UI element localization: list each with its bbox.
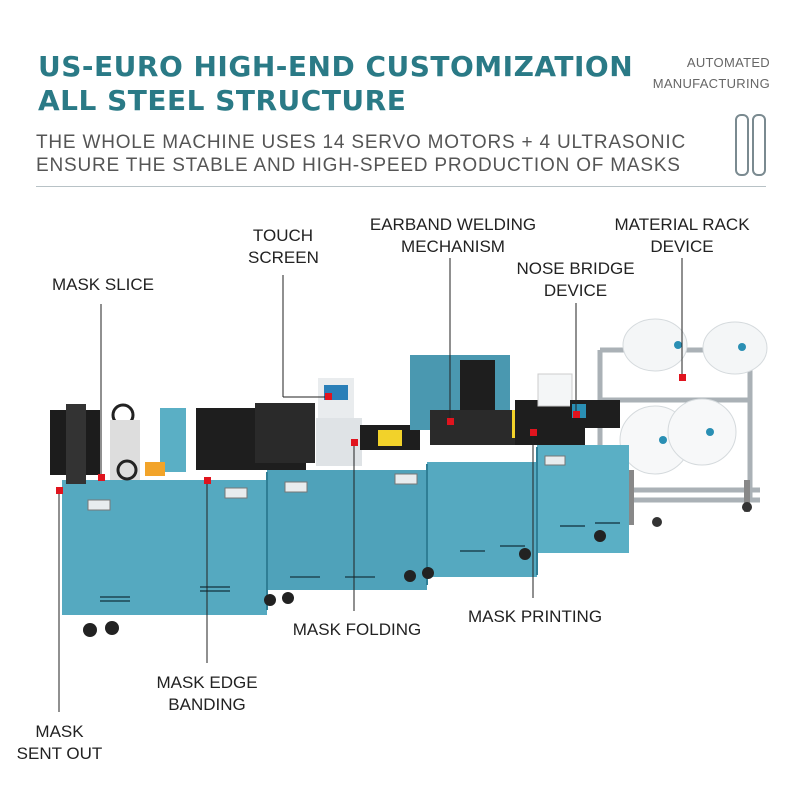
callout-markers — [56, 374, 686, 494]
top-right-line-1: AUTOMATED — [686, 55, 770, 70]
label-mask-edge-banding-line-2: BANDING — [168, 695, 246, 714]
pill-decoration-right — [752, 114, 766, 176]
label-earband-welding: EARBAND WELDING MECHANISM — [368, 214, 538, 258]
label-mask-slice: MASK SLICE — [48, 274, 158, 296]
label-nose-bridge: NOSE BRIDGE DEVICE — [513, 258, 638, 302]
marker-touch-screen — [325, 393, 332, 400]
top-right-tag: AUTOMATED MANUFACTURING — [653, 52, 770, 94]
label-touch-screen-line-2: SCREEN — [248, 248, 319, 267]
marker-mask-edge-banding — [204, 477, 211, 484]
title-line-1: US-EURO HIGH-END CUSTOMIZATION — [38, 50, 634, 83]
label-earband-welding-line-2: MECHANISM — [401, 237, 505, 256]
marker-mask-folding — [351, 439, 358, 446]
label-nose-bridge-line-2: DEVICE — [543, 281, 608, 300]
pill-decoration-left — [735, 114, 749, 176]
label-mask-folding-line-1: MASK FOLDING — [292, 620, 422, 639]
header-divider — [36, 186, 766, 187]
label-material-rack-line-1: MATERIAL RACK — [614, 215, 750, 234]
cabinet-vents — [100, 522, 620, 602]
leader-lines — [58, 258, 683, 712]
material-rolls — [619, 318, 768, 475]
machine-wheels — [83, 530, 606, 637]
machine-cabinet — [62, 445, 629, 615]
label-mask-edge-banding-line-1: MASK EDGE — [156, 673, 258, 692]
subtitle-line-1: THE WHOLE MACHINE USES 14 SERVO MOTORS +… — [36, 132, 687, 153]
label-mask-folding: MASK FOLDING — [290, 619, 424, 641]
marker-material-rack — [679, 374, 686, 381]
label-mask-printing-line-1: MASK PRINTING — [467, 607, 603, 626]
marker-earband-welding — [447, 418, 454, 425]
label-touch-screen-line-1: TOUCH — [252, 226, 314, 245]
title-line-2: ALL STEEL STRUCTURE — [38, 84, 407, 117]
marker-mask-slice — [98, 474, 105, 481]
label-earband-welding-line-1: EARBAND WELDING — [369, 215, 537, 234]
label-nose-bridge-line-1: NOSE BRIDGE — [516, 259, 635, 278]
label-material-rack-line-2: DEVICE — [650, 237, 714, 256]
label-touch-screen: TOUCH SCREEN — [248, 225, 319, 269]
label-mask-slice-line-1: MASK SLICE — [51, 275, 155, 294]
label-mask-sent-out-line-1: MASK — [35, 722, 84, 741]
marker-mask-sent-out — [56, 487, 63, 494]
top-right-line-2: MANUFACTURING — [652, 76, 770, 91]
cabinet-handles — [87, 455, 566, 511]
label-mask-sent-out: MASK SENT OUT — [12, 721, 107, 765]
label-mask-printing: MASK PRINTING — [465, 606, 605, 628]
label-mask-edge-banding: MASK EDGE BANDING — [152, 672, 262, 716]
subtitle-line-2: ENSURE THE STABLE AND HIGH-SPEED PRODUCT… — [36, 155, 681, 176]
marker-nose-bridge — [573, 411, 580, 418]
label-material-rack: MATERIAL RACK DEVICE — [612, 214, 752, 258]
marker-mask-printing — [530, 429, 537, 436]
label-mask-sent-out-line-2: SENT OUT — [16, 744, 103, 763]
